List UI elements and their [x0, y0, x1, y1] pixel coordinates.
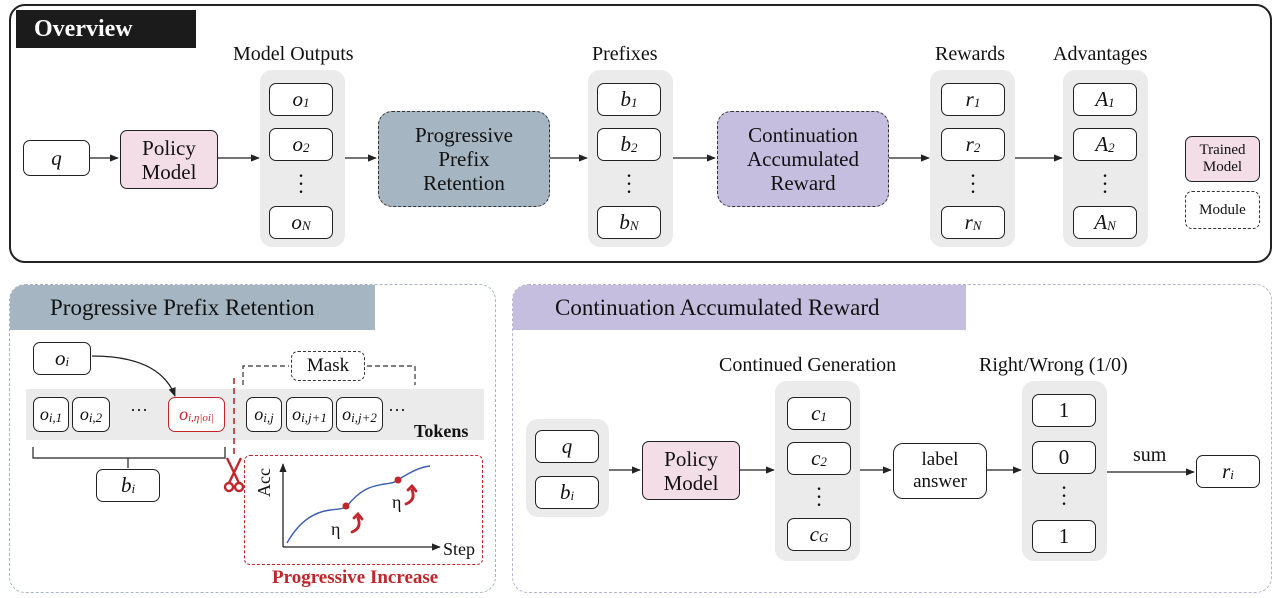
model-outputs-header: Model Outputs: [233, 43, 354, 65]
mask-label: Mask: [291, 351, 365, 381]
eta-label-1: η: [331, 519, 341, 539]
rewards-header: Rewards: [935, 43, 1005, 65]
legend-module: Module: [1185, 191, 1260, 229]
prefixes-header: Prefixes: [592, 43, 658, 65]
vertical-ellipsis: ···: [969, 163, 977, 204]
token-ellipsis: ···: [388, 400, 406, 420]
result-3: 1: [1032, 520, 1096, 553]
sum-label: sum: [1133, 444, 1167, 466]
vertical-ellipsis: ···: [815, 476, 823, 517]
vertical-ellipsis: ···: [297, 163, 305, 204]
tokens-label: Tokens: [414, 421, 469, 441]
token-ellipsis: ···: [130, 400, 148, 420]
plot-xlabel: Step: [443, 539, 476, 559]
progressive-increase-plot: [244, 455, 483, 565]
car-q-box: q: [535, 430, 599, 463]
car-panel: [512, 284, 1272, 593]
result-2: 0: [1032, 441, 1096, 474]
plot-caption: Progressive Increase: [272, 567, 439, 588]
ppr-panel-title: Progressive Prefix Retention: [10, 285, 375, 330]
result-1: 1: [1032, 394, 1096, 427]
right-wrong-header: Right/Wrong (1/0): [979, 354, 1128, 376]
continued-generation-header: Continued Generation: [719, 354, 897, 376]
plot-ylabel: Acc: [254, 468, 274, 497]
advantages-header: Advantages: [1053, 43, 1148, 65]
car-panel-title: Continuation Accumulated Reward: [513, 285, 966, 330]
vertical-ellipsis: ···: [625, 163, 633, 204]
overview-title: Overview: [16, 10, 196, 48]
overview-panel: [9, 4, 1272, 263]
eta-label-2: η: [392, 492, 402, 512]
ppr-panel: [9, 284, 496, 593]
vertical-ellipsis: ···: [1101, 163, 1109, 204]
vertical-ellipsis: ···: [1060, 475, 1068, 516]
query-box: q: [23, 140, 90, 176]
